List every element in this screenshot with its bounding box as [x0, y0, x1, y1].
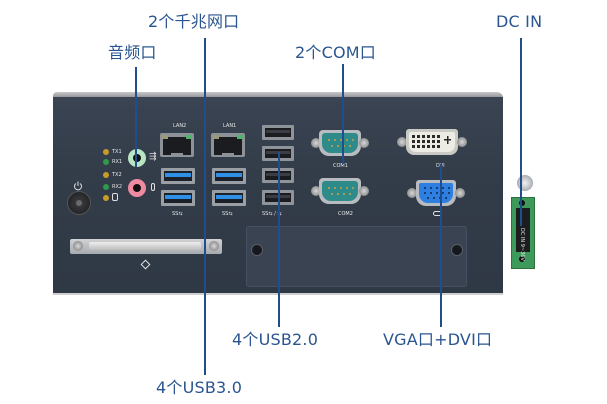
led-hdd	[103, 195, 109, 201]
com1-port[interactable]	[311, 130, 369, 156]
vga-port[interactable]	[407, 180, 465, 206]
led-tx2	[103, 172, 109, 178]
callout-vga-dvi: VGA口+DVI口	[383, 330, 493, 349]
com2-label: COM2	[338, 211, 353, 217]
mic-icon	[151, 183, 155, 191]
leader-vga-dvi	[440, 164, 442, 327]
led-label-tx1: TX1	[112, 149, 122, 155]
audio-line-out-jack[interactable]	[128, 149, 146, 167]
led-label-rx1: RX1	[112, 159, 123, 165]
audio-out-icon: ⇶	[149, 152, 157, 162]
usb3-mark-right: SS⇆	[222, 211, 233, 217]
usb3-port-1[interactable]	[161, 168, 195, 184]
lan1-port[interactable]	[211, 133, 245, 157]
chassis-top-edge	[53, 92, 503, 98]
led-rx2	[103, 184, 109, 190]
com1-label: COM1	[333, 163, 348, 169]
lan2-port[interactable]	[160, 133, 194, 157]
led-label-rx2: RX2	[112, 184, 123, 190]
leader-dc-in	[520, 38, 522, 226]
usb3-port-3[interactable]	[212, 168, 246, 184]
power-icon	[73, 176, 83, 191]
cover-screw-left	[251, 244, 263, 256]
power-button[interactable]	[67, 191, 91, 215]
storage-icon	[112, 193, 118, 201]
led-tx1	[103, 149, 109, 155]
leader-audio	[135, 67, 137, 167]
com2-port[interactable]	[311, 178, 369, 204]
callout-usb2: 4个USB2.0	[232, 330, 319, 349]
expansion-cover-plate	[246, 226, 467, 287]
dc-rating-label: DC IN 9~36V	[519, 228, 525, 261]
audio-mic-jack[interactable]	[128, 179, 146, 197]
led-label-tx2: TX2	[112, 172, 122, 178]
led-rx1	[103, 159, 109, 165]
cover-screw-right	[451, 244, 463, 256]
lan2-label: LAN2	[173, 123, 187, 129]
leader-usb2	[278, 152, 280, 327]
callout-usb3: 4个USB3.0	[156, 378, 243, 397]
callout-audio: 音频口	[108, 43, 157, 62]
usb-mark: SS⇆ / ⇆	[262, 211, 282, 217]
leader-lan	[204, 38, 206, 305]
callout-lan: 2个千兆网口	[148, 12, 240, 31]
usb3-port-2[interactable]	[161, 190, 195, 206]
leader-com	[342, 64, 344, 164]
callout-com: 2个COM口	[295, 43, 376, 62]
expansion-connector[interactable]	[70, 239, 222, 254]
callout-dc-in: DC IN	[496, 12, 543, 31]
dvi-port[interactable]	[397, 129, 467, 155]
dc-in-terminal[interactable]	[511, 197, 535, 269]
usb3-port-4[interactable]	[212, 190, 246, 206]
usb2-port-1[interactable]	[262, 125, 294, 140]
lan1-label: LAN1	[223, 123, 237, 129]
leader-usb3	[204, 305, 206, 375]
usb3-mark-left: SS⇆	[172, 211, 183, 217]
